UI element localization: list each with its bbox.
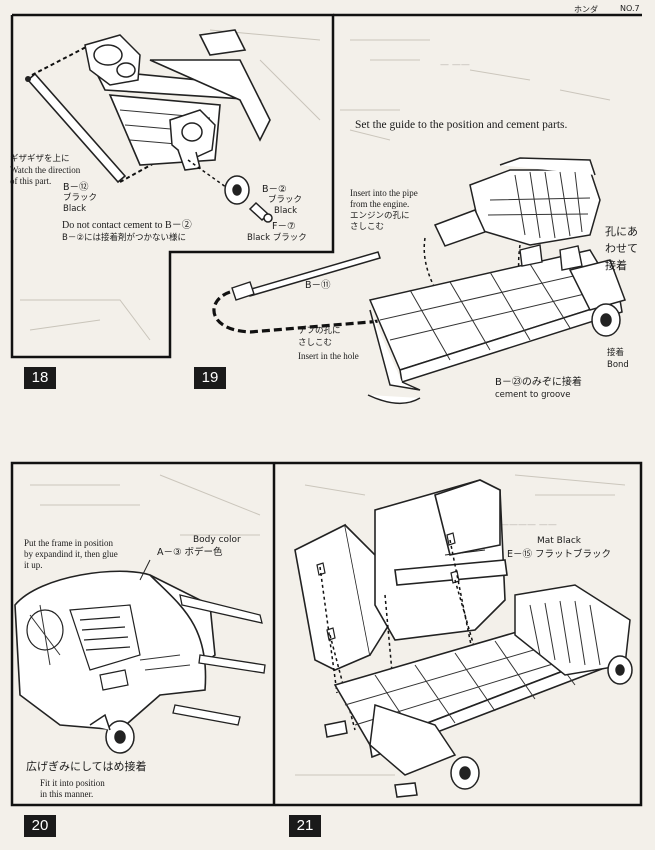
bond-jp: 接着	[607, 348, 625, 358]
part-b2-label: B－②	[262, 184, 287, 195]
page-number: NO.7	[620, 4, 640, 13]
part-b12-color-jp: ブラック	[63, 193, 98, 203]
watch-direction-jp: ギザギザを上に	[10, 154, 70, 164]
step-number-21: 21	[289, 815, 321, 837]
step-20-panel: Put the frame in position by expandind i…	[0, 455, 280, 815]
watch-direction-en-1: Watch the direction	[10, 165, 81, 175]
step-18-illustration	[10, 13, 335, 359]
step-19-panel: Set the guide to the position and cement…	[170, 0, 655, 430]
step-number-19: 19	[194, 367, 226, 389]
mat-black-en: Mat Black	[537, 536, 582, 546]
mat-black-part: E－⑮ フラットブラック	[507, 549, 612, 560]
body-color-en: Body color	[193, 535, 241, 545]
align-hole-jp-1: 孔にあ	[605, 225, 638, 238]
spread-fit-jp: 広げぎみにしてはめ接着	[26, 760, 147, 773]
insert-pipe-2: from the engine.	[350, 199, 410, 209]
insert-hole-en: Insert in the hole	[298, 351, 359, 361]
step-number-18: 18	[24, 367, 56, 389]
body-color-part: A－③ ボデー色	[157, 547, 223, 558]
fit-note-2: in this manner.	[40, 789, 94, 799]
frame-note-2: by expandind it, then glue	[24, 549, 118, 559]
insert-pipe-1: Insert into the pipe	[350, 188, 418, 198]
part-b2-color-en: Black	[274, 206, 297, 216]
guide-instruction: Set the guide to the position and cement…	[355, 119, 568, 131]
step-21-panel: Mat Black E－⑮ フラットブラック	[275, 455, 655, 815]
frame-note-3: it up.	[24, 560, 43, 570]
maker-label: ホンダ	[574, 5, 598, 14]
part-f7-color: Black ブラック	[247, 233, 307, 243]
bond-en: Bond	[607, 360, 629, 370]
no-cement-jp: B－②には接着剤がつかない様に	[62, 233, 186, 243]
step-19-illustration	[212, 13, 642, 404]
step-number-20: 20	[24, 815, 56, 837]
diff-hole-jp-2: さしこむ	[298, 338, 333, 348]
no-cement-en: Do not contact cement to B－②	[62, 220, 192, 231]
part-b2-color-jp: ブラック	[268, 195, 303, 205]
engine-hole-jp-1: エンジンの孔に	[350, 211, 410, 221]
groove-cement-jp: B－㉓のみぞに接着	[495, 377, 582, 388]
watch-direction-en-2: of this part.	[10, 176, 52, 186]
frame-note-1: Put the frame in position	[24, 538, 113, 548]
align-hole-jp-3: 接着	[605, 259, 627, 272]
step-21-illustration	[275, 461, 643, 807]
diff-hole-jp-1: デフの孔に	[298, 326, 341, 336]
step-18-panel: ギザギザを上に Watch the direction of this part…	[0, 0, 340, 370]
bleed-through-mark: — ——	[440, 60, 470, 70]
groove-cement-en: cement to groove	[495, 390, 571, 400]
step-20-illustration	[10, 461, 276, 807]
part-b11-label: B－⑪	[305, 280, 331, 291]
part-b12-label: B－⑫	[63, 182, 89, 193]
fit-note-1: Fit it into position	[40, 778, 105, 788]
align-hole-jp-2: わせて	[605, 242, 638, 255]
part-f7-label: F－⑦	[272, 221, 296, 232]
engine-hole-jp-2: さしこむ	[350, 222, 385, 232]
part-b12-color-en: Black	[63, 204, 86, 214]
bleed-through-mark: ———— ——	[500, 520, 557, 530]
